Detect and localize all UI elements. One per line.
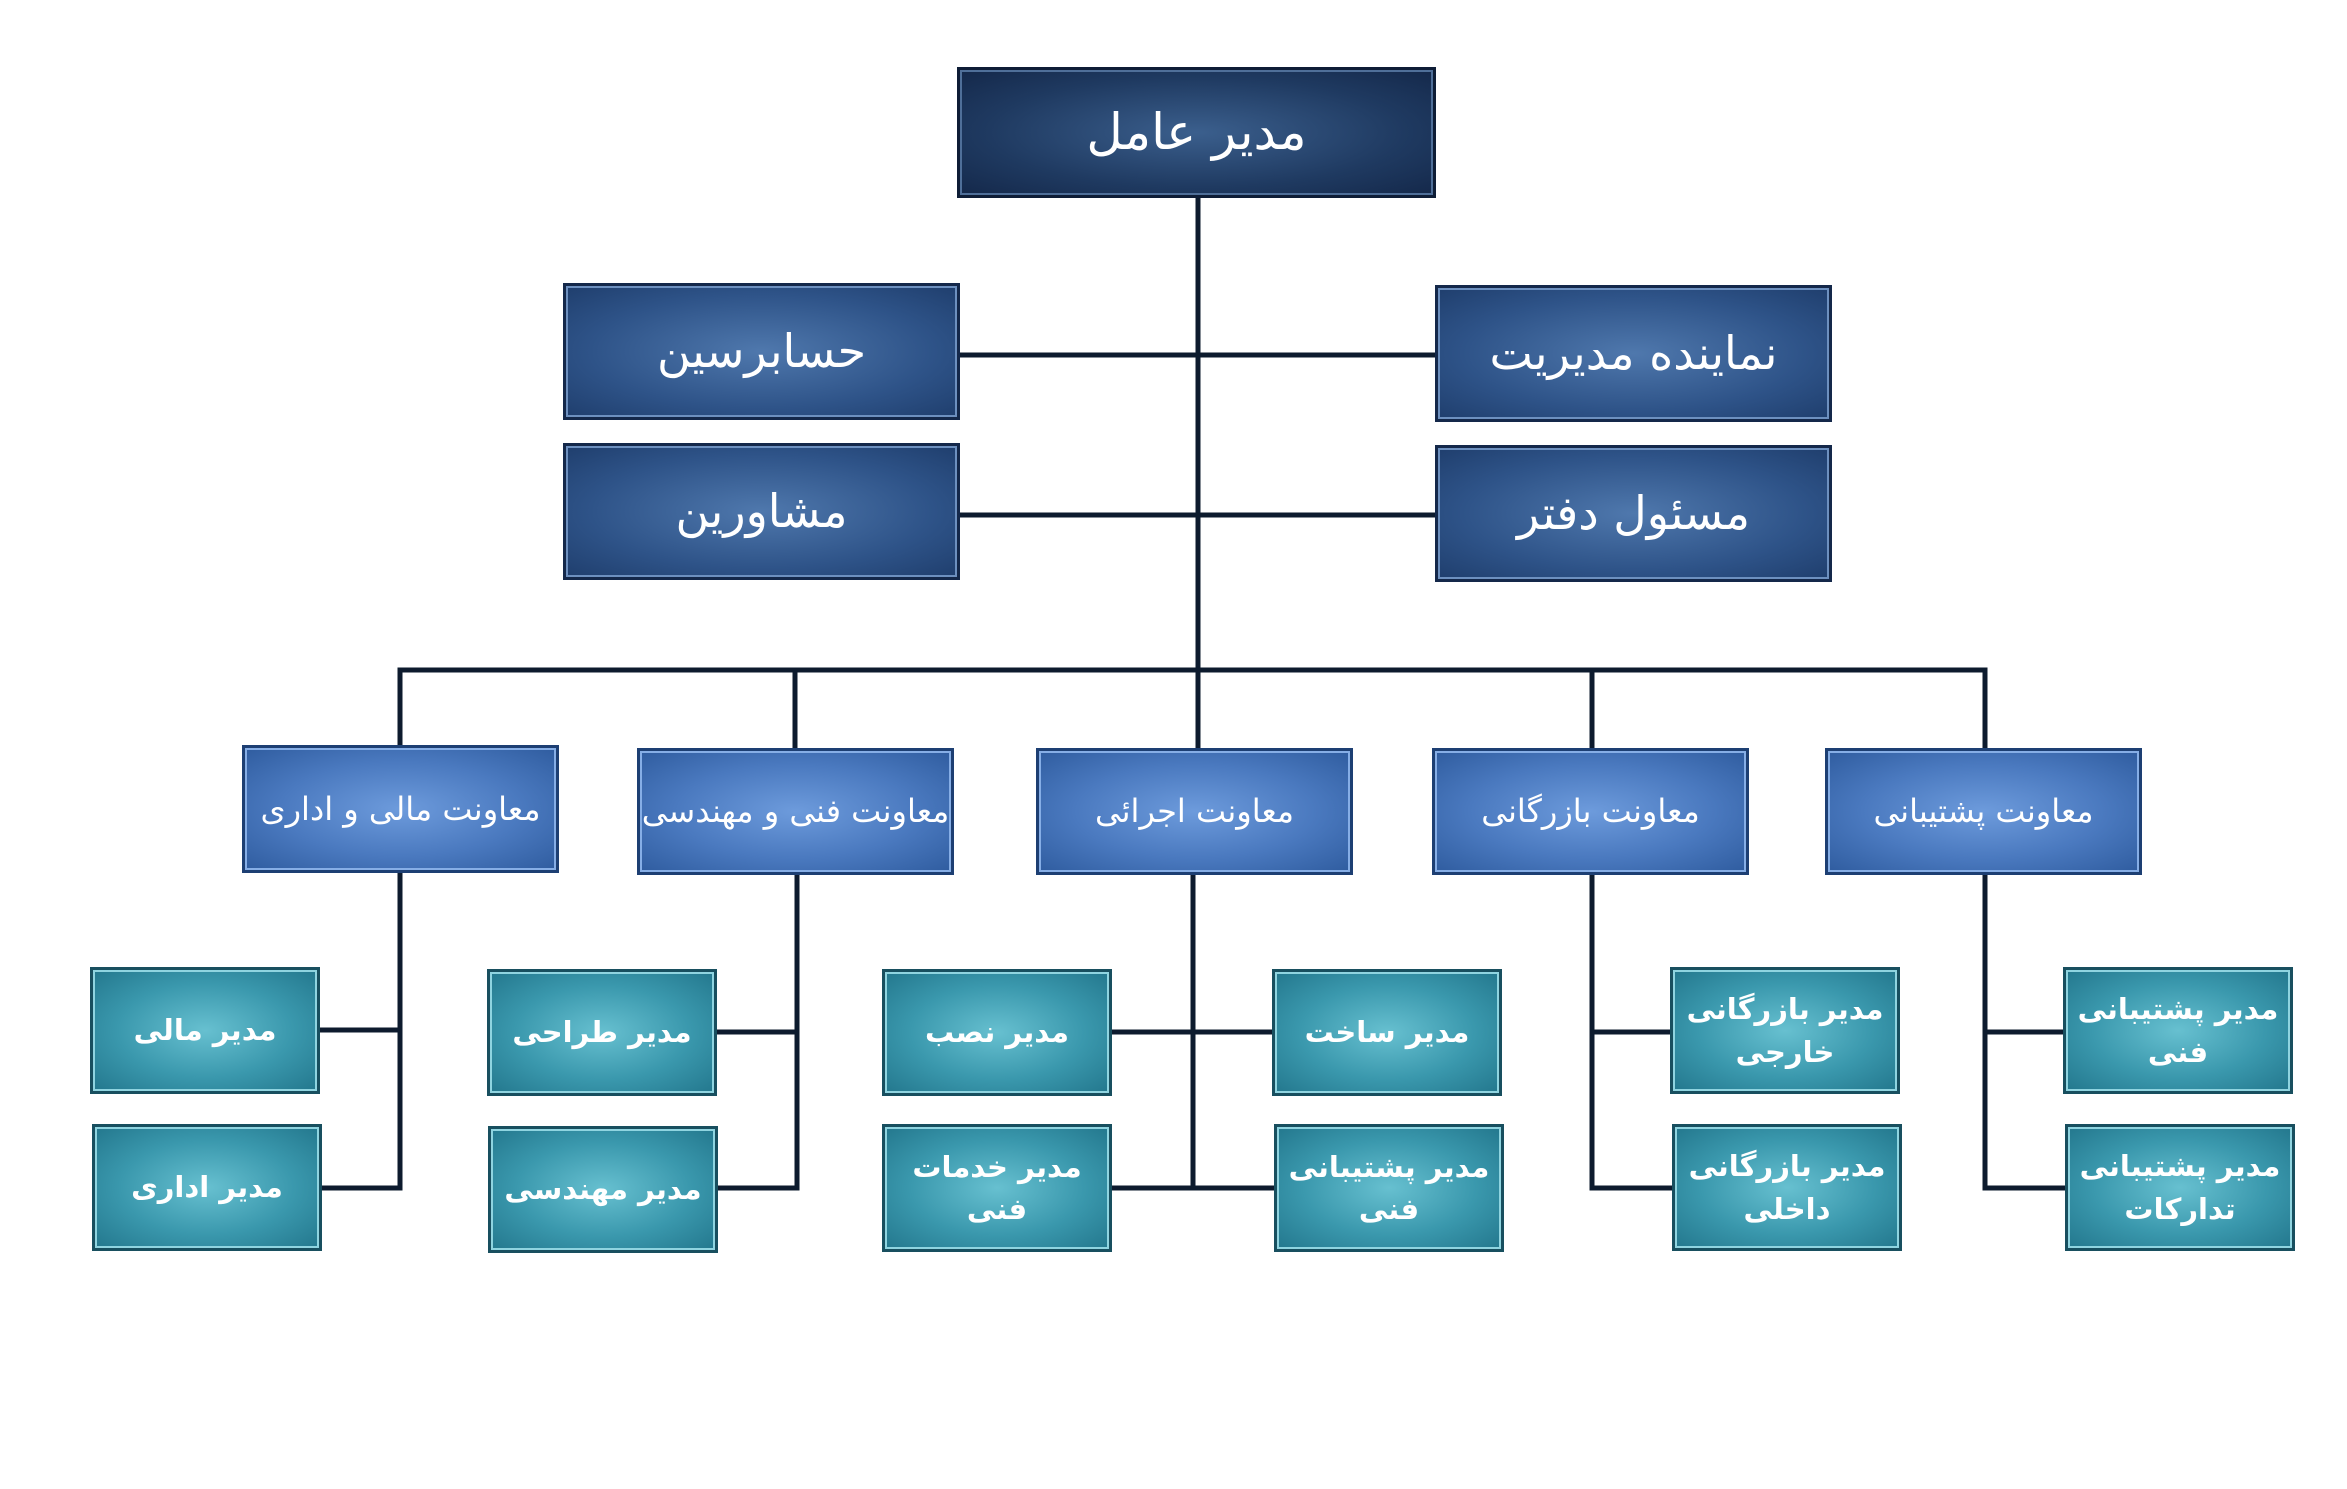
design-manager-box: مدیر طراحی [487, 969, 717, 1096]
construction-manager-box: مدیر ساخت [1272, 969, 1502, 1096]
ceo-label: مدیر عامل [1086, 103, 1307, 162]
installation-manager-label: مدیر نصب [925, 1015, 1069, 1050]
procurement-manager-box: مدیر پشتیبانی تدارکات [2065, 1124, 2295, 1251]
deputy-support-box: معاونت پشتیبانی [1825, 748, 2142, 875]
admin-manager-label: مدیر اداری [131, 1170, 283, 1205]
technical-services-manager-line2: فنی [966, 1192, 1028, 1226]
domestic-commerce-manager-line1: مدیر بازرگانی [1688, 1149, 1886, 1184]
deputy-executive-label: معاونت اجرائی [1094, 792, 1295, 831]
deputy-engineering-label: معاونت فنی و مهندسی [641, 792, 950, 831]
technical-support-manager-line2: فنی [1358, 1192, 1420, 1226]
finance-manager-label: مدیر مالی [133, 1013, 277, 1048]
support-technical-manager-line2: فنی [2147, 1034, 2209, 1069]
management-representative-label: نماینده مدیریت [1489, 326, 1778, 381]
procurement-manager-line2: تدارکات [2124, 1191, 2236, 1226]
foreign-commerce-manager-box: مدیر بازرگانی خارجی [1670, 967, 1900, 1094]
deputy-commerce-label: معاونت بازرگانی [1481, 792, 1700, 831]
deputy-finance-admin-label: معاونت مالی و اداری [260, 789, 541, 828]
deputy-finance-admin-box: معاونت مالی و اداری [242, 745, 559, 873]
design-manager-label: مدیر طراحی [512, 1015, 692, 1050]
advisors-box: مشاورین [563, 443, 960, 580]
deputy-support-label: معاونت پشتیبانی [1873, 792, 2094, 831]
support-technical-manager-box: مدیر پشتیبانی فنی [2063, 967, 2293, 1094]
installation-manager-box: مدیر نصب [882, 969, 1112, 1096]
auditors-box: حسابرسین [563, 283, 960, 420]
foreign-commerce-manager-line2: خارجی [1735, 1034, 1835, 1069]
technical-services-manager-box: مدیر خدمات فنی [882, 1124, 1112, 1252]
office-manager-label: مسئول دفتر [1516, 486, 1751, 541]
auditors-label: حسابرسین [656, 324, 867, 379]
ceo-box: مدیر عامل [957, 67, 1436, 198]
deputy-commerce-box: معاونت بازرگانی [1432, 748, 1749, 875]
engineering-manager-label: مدیر مهندسی [504, 1172, 702, 1207]
finance-manager-box: مدیر مالی [90, 967, 320, 1094]
engineering-manager-box: مدیر مهندسی [488, 1126, 718, 1253]
advisors-label: مشاورین [675, 484, 848, 539]
technical-services-manager-line1: مدیر خدمات [912, 1149, 1082, 1184]
deputy-executive-box: معاونت اجرائی [1036, 748, 1353, 875]
foreign-commerce-manager-line1: مدیر بازرگانی [1686, 992, 1884, 1027]
procurement-manager-line1: مدیر پشتیبانی [2079, 1149, 2281, 1184]
domestic-commerce-manager-line2: داخلی [1743, 1191, 1831, 1226]
construction-manager-label: مدیر ساخت [1304, 1015, 1470, 1050]
deputy-engineering-box: معاونت فنی و مهندسی [637, 748, 954, 875]
admin-manager-box: مدیر اداری [92, 1124, 322, 1251]
management-representative-box: نماینده مدیریت [1435, 285, 1832, 422]
office-manager-box: مسئول دفتر [1435, 445, 1832, 582]
domestic-commerce-manager-box: مدیر بازرگانی داخلی [1672, 1124, 1902, 1251]
technical-support-manager-box: مدیر پشتیبانی فنی [1274, 1124, 1504, 1252]
technical-support-manager-line1: مدیر پشتیبانی [1288, 1149, 1490, 1184]
support-technical-manager-line1: مدیر پشتیبانی [2077, 992, 2279, 1027]
